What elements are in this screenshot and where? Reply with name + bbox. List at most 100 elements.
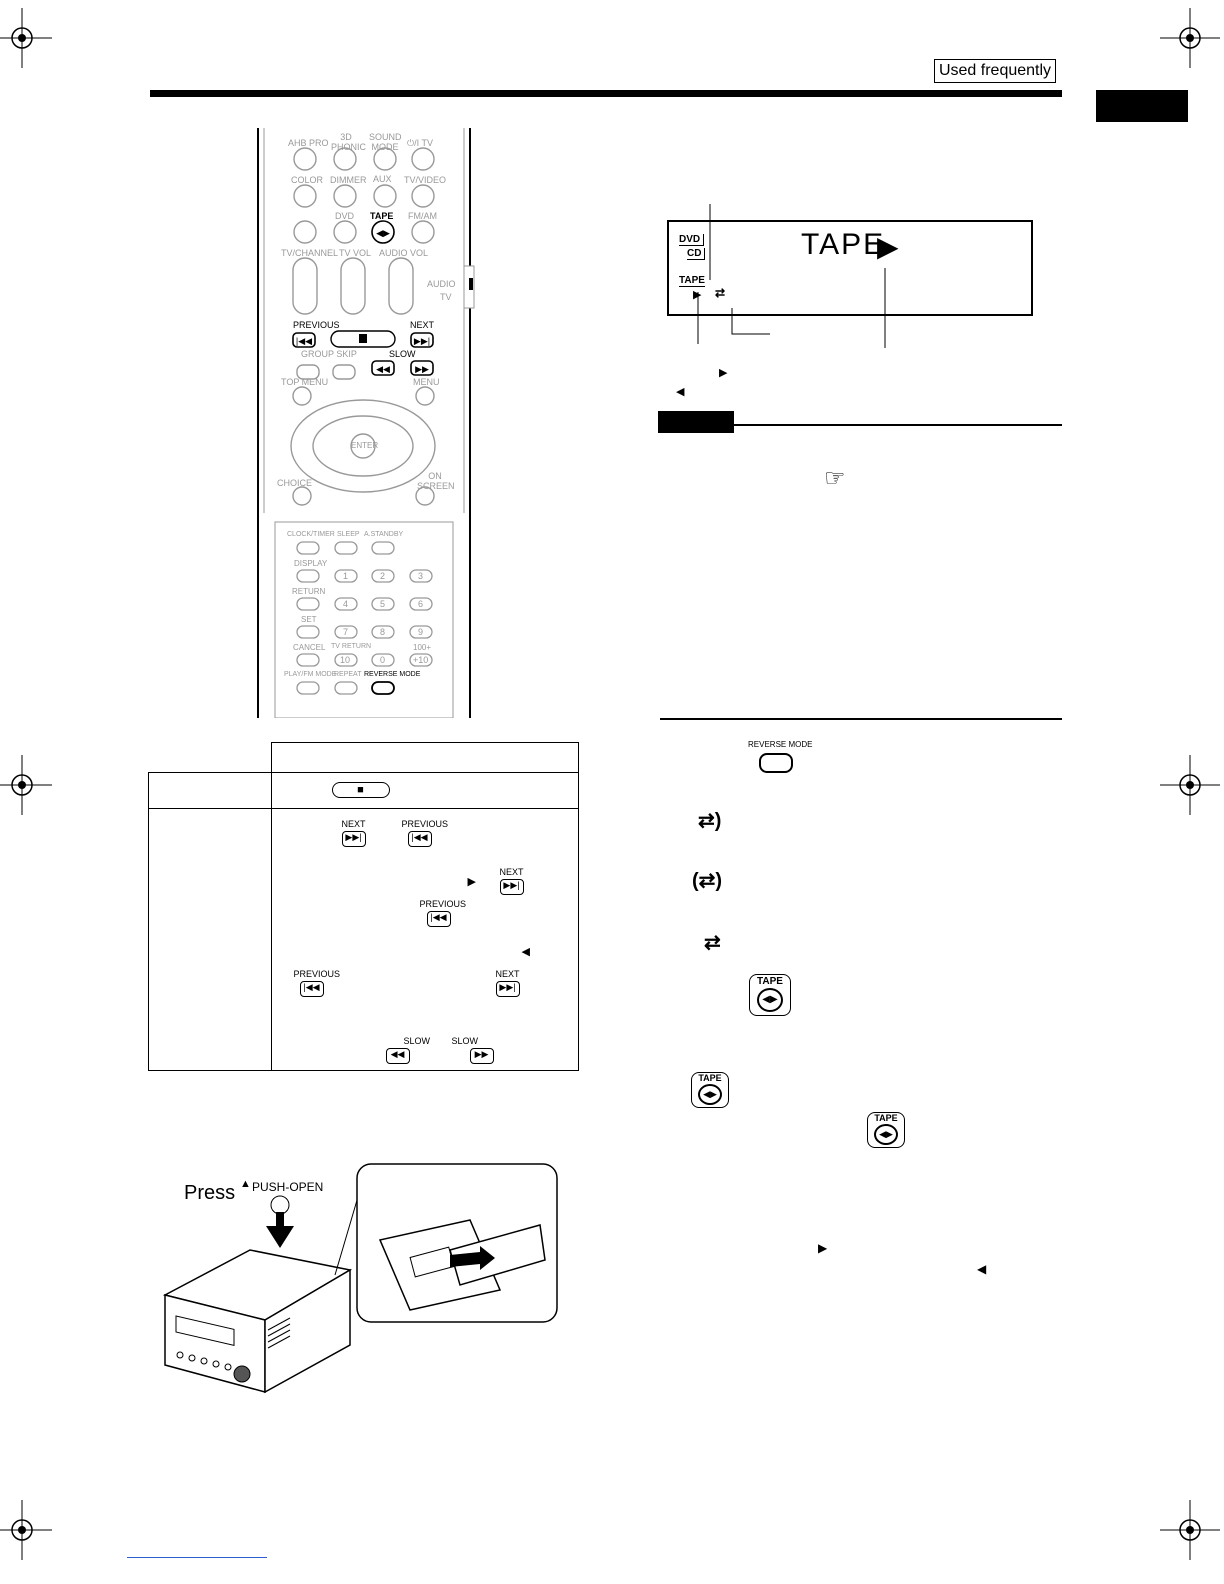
registration-mark-top-left [0, 8, 52, 68]
forward-arrow-icon-2: ▶ [467, 876, 476, 888]
remote-label-dvd: DVD [335, 211, 355, 221]
forward-arrow-icon-3: ▶ [818, 1241, 828, 1255]
remote-label-sound-mode: SOUND MODE [369, 132, 402, 152]
remote-label-slow: SLOW [389, 349, 416, 359]
remote-digit-4: 4 [343, 599, 349, 609]
remote-label-tv-vol: TV VOL [339, 248, 372, 258]
registration-mark-mid-left [0, 755, 52, 815]
ops-previous-label-3: PREVIOUS [293, 969, 341, 979]
remote-label-next: NEXT [410, 320, 435, 330]
svg-text:▶▶|: ▶▶| [414, 336, 430, 346]
remote-label-tv-channel: TV/CHANNEL [281, 248, 339, 258]
cassette-insert-illustration: Press ▲ PUSH-OPEN [150, 1160, 570, 1400]
used-frequently-tag: Used frequently [934, 59, 1056, 83]
ops-slow-plus-label: SLOW [451, 1036, 479, 1046]
remote-label-display: DISPLAY [294, 559, 328, 568]
registration-mark-bottom-left [0, 1500, 52, 1560]
tape-button-label-1: TAPE [757, 976, 783, 987]
slow-reverse-button-icon: ◀◀ [385, 1048, 410, 1064]
both-sides-play-icon: (⇄) [692, 870, 723, 892]
header-rule [150, 90, 1062, 97]
tape-button-label-2: TAPE [698, 1073, 722, 1083]
remote-digit-1: 1 [343, 571, 349, 581]
reverse-arrow-icon-3: ◀ [977, 1262, 987, 1276]
remote-label-dimmer: DIMMER [330, 175, 367, 185]
registration-mark-top-right [1160, 8, 1220, 68]
remote-label-sleep: SLEEP [337, 531, 360, 538]
svg-text:|◀◀: |◀◀ [296, 336, 312, 346]
ops-slow-minus-label: SLOW [403, 1036, 431, 1046]
operations-table: ■ NEXT ▶▶| PREVIOUS |◀◀ ▶ NEXT ▶▶| PREVI… [148, 742, 579, 1071]
remote-control-illustration: ◀▶ |◀◀ ▶▶| ◀◀ ▶▶ AHB PRO 3D PHONIC SOUND… [255, 128, 475, 718]
next-button-icon: ▶▶| [341, 831, 366, 847]
display-src-dvd: DVD [679, 234, 705, 246]
display-src-cd: CD [687, 248, 706, 260]
remote-label-choice: CHOICE [277, 478, 313, 488]
pointing-hand-icon: ☞ [824, 465, 846, 492]
registration-mark-mid-right [1160, 755, 1220, 815]
remote-label-set: SET [301, 615, 317, 624]
notes-rule [734, 424, 1062, 426]
display-main-text: TAPE [801, 228, 886, 261]
remote-digit-plus10: +10 [413, 655, 429, 665]
tape-button-icon-2: TAPE ◀▶ [691, 1072, 729, 1108]
remote-label-top-menu: TOP MENU [281, 377, 329, 387]
ops-next-label-1: NEXT [341, 819, 366, 829]
direction-forward-icon: ▶ [693, 289, 702, 301]
reverse-mode-icon: ⇄ [715, 286, 726, 300]
remote-label-3d-phonic: 3D PHONIC [331, 132, 367, 152]
reverse-arrow-icon: ◀ [676, 386, 685, 398]
remote-digit-2: 2 [380, 571, 386, 581]
ops-next-label-3: NEXT [495, 969, 520, 979]
display-callout-lines [697, 204, 886, 348]
play-forward-icon: ▶ [877, 231, 899, 262]
reverse-arrow-icon-2: ◀ [521, 946, 530, 958]
section-rule [660, 718, 1062, 720]
tape-button-icon-1: TAPE ◀▶ [749, 974, 791, 1016]
tape-display-panel: DVD CD TAPE TAPE ▶ ▶ ⇄ [667, 220, 1033, 316]
notes-heading-bar [658, 411, 734, 433]
remote-label-fm-am: FM/AM [408, 211, 437, 221]
push-open-label: PUSH-OPEN [252, 1180, 324, 1194]
side-tab [1096, 90, 1188, 122]
remote-label-power-tv: ⏻/I TV [407, 138, 433, 148]
remote-label-previous: PREVIOUS [293, 320, 340, 330]
remote-label-enter: ENTER [351, 441, 379, 450]
remote-digit-3: 3 [418, 571, 424, 581]
next-button-icon-3: ▶▶| [495, 981, 520, 997]
remote-label-audio: AUDIO [427, 279, 456, 289]
remote-label-reverse-mode: REVERSE MODE [364, 671, 421, 678]
next-button-icon-2: ▶▶| [499, 879, 524, 895]
stop-button-icon: ■ [331, 782, 390, 798]
remote-digit-10: 10 [340, 655, 351, 665]
remote-label-tape: TAPE [370, 211, 394, 221]
remote-label-group-skip: GROUP SKIP [301, 349, 357, 359]
remote-digit-9: 9 [418, 627, 424, 637]
remote-label-tv-return: TV RETURN [331, 643, 372, 650]
ops-previous-label-1: PREVIOUS [401, 819, 449, 829]
display-src-tape: TAPE [679, 275, 705, 287]
tape-button-icon-3: TAPE ◀▶ [867, 1112, 905, 1148]
previous-button-icon-3: |◀◀ [299, 981, 324, 997]
ops-previous-label-2: PREVIOUS [419, 899, 467, 909]
remote-label-tv-video: TV/VIDEO [404, 175, 447, 185]
reverse-mode-label: REVERSE MODE [748, 740, 813, 749]
remote-label-clock-timer: CLOCK/TIMER [287, 531, 335, 538]
svg-text:▶▶: ▶▶ [415, 364, 429, 374]
remote-label-audio-vol: AUDIO VOL [379, 248, 429, 258]
remote-digit-7: 7 [343, 627, 349, 637]
remote-digit-0: 0 [380, 655, 386, 665]
remote-label-menu: MENU [413, 377, 440, 387]
reverse-mode-button-icon [759, 753, 793, 773]
remote-label-return: RETURN [292, 587, 326, 596]
push-open-eject-icon: ▲ [240, 1178, 251, 1190]
one-side-play-icon: ⇄) [698, 810, 722, 832]
svg-text:◀▶: ◀▶ [376, 228, 390, 238]
remote-label-ahb-pro: AHB PRO [288, 138, 329, 148]
remote-label-standby: A.STANDBY [364, 531, 404, 538]
remote-label-100plus: 100+ [413, 643, 432, 652]
tape-button-label-3: TAPE [874, 1113, 898, 1123]
press-label: Press [184, 1182, 236, 1204]
remote-label-cancel: CANCEL [293, 643, 326, 652]
remote-digit-8: 8 [380, 627, 386, 637]
